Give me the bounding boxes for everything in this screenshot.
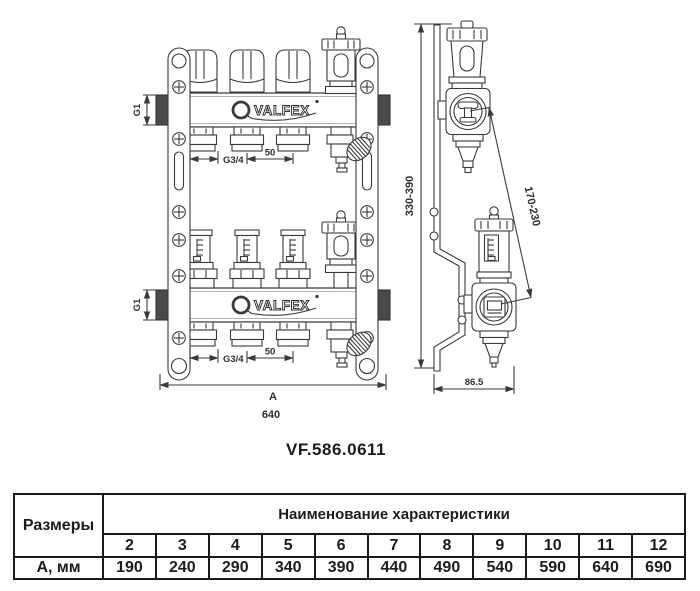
wall-bracket-profile [433,24,466,372]
outlet-count-cell: 11 [578,533,634,558]
center-range-label: 170-230 [522,185,542,227]
flow-meter [229,229,265,289]
mounting-bracket-right [355,47,379,381]
outlet-count-cell: 6 [313,533,369,558]
outlet-count-row: 2 3 4 5 6 7 8 9 10 11 12 [14,533,686,558]
a-value-cell: 290 [207,556,263,580]
a-value-cell: 490 [419,556,475,580]
outlet-fittings [182,126,311,347]
mounting-bracket-left [167,47,191,381]
outlet-count-cell: 5 [260,533,316,558]
valve-knobs [182,49,311,93]
g1-top-label: G1 [132,103,143,116]
width-label: A [269,391,277,403]
a-value-cell: 690 [631,556,686,580]
brand-text: VALFEX [254,103,310,118]
dim-depth: 86.5 [433,366,515,394]
outlet-count-cell: 2 [102,533,157,558]
dim-g34-50-top: G3/4 50 [189,148,294,166]
outlet-count-cell: 10 [525,533,581,558]
a-value-cell: 240 [154,556,210,580]
manifold-drawing: G1 G1 [132,20,542,421]
outlet-count-cell: 8 [419,533,475,558]
a-value-cell: 640 [578,556,634,580]
a-row-label: А, мм [13,556,104,580]
side-lower-unit [463,206,517,368]
depth-label: 86.5 [465,377,484,388]
dimensions-table: Размеры Наименование характеристики 2 3 … [13,493,686,580]
flow-meters [182,229,311,289]
a-value-cell: 340 [260,556,316,580]
g1-bottom-label: G1 [132,298,143,311]
air-vent-bottom [321,210,361,289]
pitch-bottom-label: 50 [265,347,276,358]
dim-width-a: A 640 [159,374,387,421]
a-dimension-row: А, мм 190 240 290 340 390 440 490 540 59… [13,556,686,580]
outlet-count-cell: 4 [207,533,263,558]
g34-top-label: G3/4 [223,155,244,166]
g34-bottom-label: G3/4 [223,354,244,365]
valfex-logo-top: VALFEX [231,99,319,121]
drain-valve-top [326,126,372,173]
valve-knob [229,49,265,93]
front-view: G1 G1 [132,26,391,421]
a-value-cell: 590 [525,556,581,580]
air-vent-top [321,26,361,95]
dim-g34-50-bottom: G3/4 50 [189,347,294,365]
height-range-label: 330-390 [404,176,416,216]
brand-text: VALFEX [254,298,310,313]
outlet-count-cell: 3 [154,533,210,558]
table-row-header: Размеры [13,493,104,558]
pitch-top-label: 50 [265,148,276,159]
outlet-count-cell: 7 [366,533,422,558]
width-value: 640 [262,409,280,421]
a-value-cell: 190 [102,556,157,580]
side-upper-unit [437,20,491,174]
table-col-header: Наименование характеристики [102,493,686,535]
valve-knob [182,49,218,93]
valve-knob [275,49,311,93]
drain-valve-bottom [326,321,372,368]
side-view: 330-390 [404,20,542,394]
valfex-logo-bottom: VALFEX [231,294,319,316]
outlet-count-cell: 9 [472,533,528,558]
model-number: VF.586.0611 [285,440,387,459]
flow-meter [275,229,311,289]
bracket-screws [172,80,186,345]
a-value-cell: 540 [472,556,528,580]
outlet-count-cell: 12 [631,533,686,558]
a-value-cell: 390 [313,556,369,580]
dim-height-range: 330-390 [404,23,452,369]
a-value-cell: 440 [366,556,422,580]
